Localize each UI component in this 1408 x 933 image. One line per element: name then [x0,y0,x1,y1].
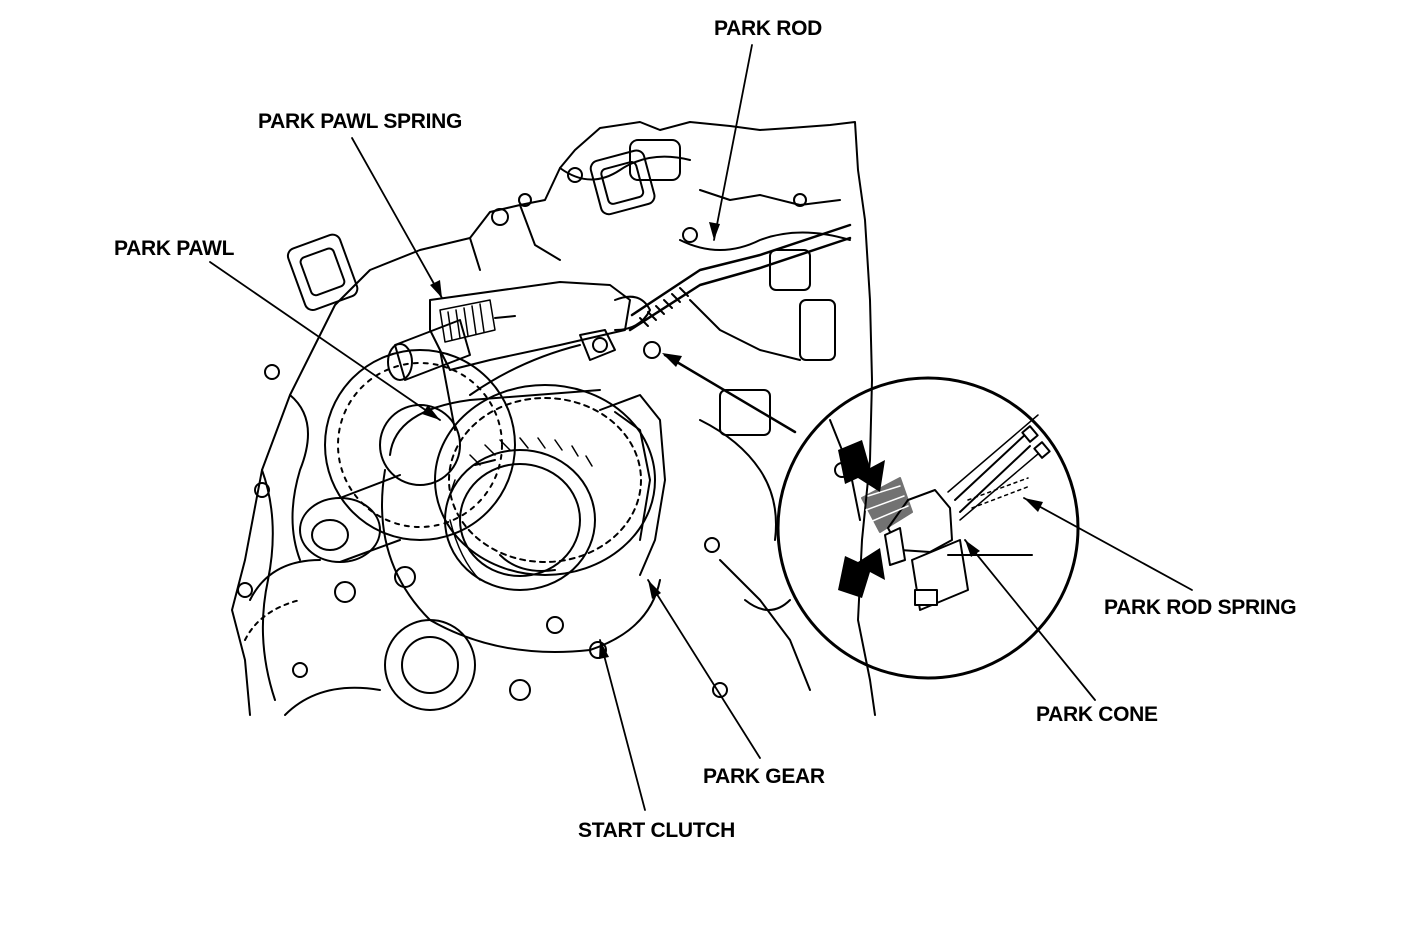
arrowhead-park-pawl-spring [430,280,442,298]
start-clutch-drum [381,384,666,653]
label-park-gear: PARK GEAR [703,765,825,788]
drive-gear [324,349,516,541]
arrowhead-park-pawl [422,405,440,420]
arrowhead-park-gear [648,580,661,599]
label-park-rod-spring: PARK ROD SPRING [1104,596,1297,619]
leader-park-rod-spring [1023,497,1193,591]
detail-circle [776,376,1080,680]
label-park-cone: PARK CONE [1036,703,1158,726]
arrowhead-park-rod [709,222,720,240]
leader-park-pawl-spring [351,137,443,299]
label-start-clutch: START CLUTCH [578,819,735,842]
shaft-bolt [299,474,416,603]
arrowhead-callout [662,353,682,367]
leader-detail-callout [663,353,797,434]
leader-start-clutch [599,639,646,811]
label-park-pawl-spring: PARK PAWL SPRING [258,110,463,133]
arrowhead-park-rod-spring [1024,498,1043,512]
leader-park-rod [713,44,753,241]
arrowhead-park-cone [965,540,980,557]
leader-lines [209,44,1193,811]
direction-arrow-up [838,440,885,492]
electrical-connectors [286,139,681,311]
detail-inset [776,376,1080,680]
park-rod-assembly [614,223,852,332]
leader-park-gear [647,579,761,759]
label-park-rod: PARK ROD [714,17,823,40]
label-park-pawl: PARK PAWL [114,237,235,260]
transmission-housing [231,121,876,716]
arrowheads [422,222,1043,659]
leader-park-pawl [209,261,441,421]
leader-park-cone [964,539,1096,701]
direction-arrow-down [838,548,885,598]
arrowhead-start-clutch [599,640,609,659]
park-pawl-assembly [387,281,631,431]
